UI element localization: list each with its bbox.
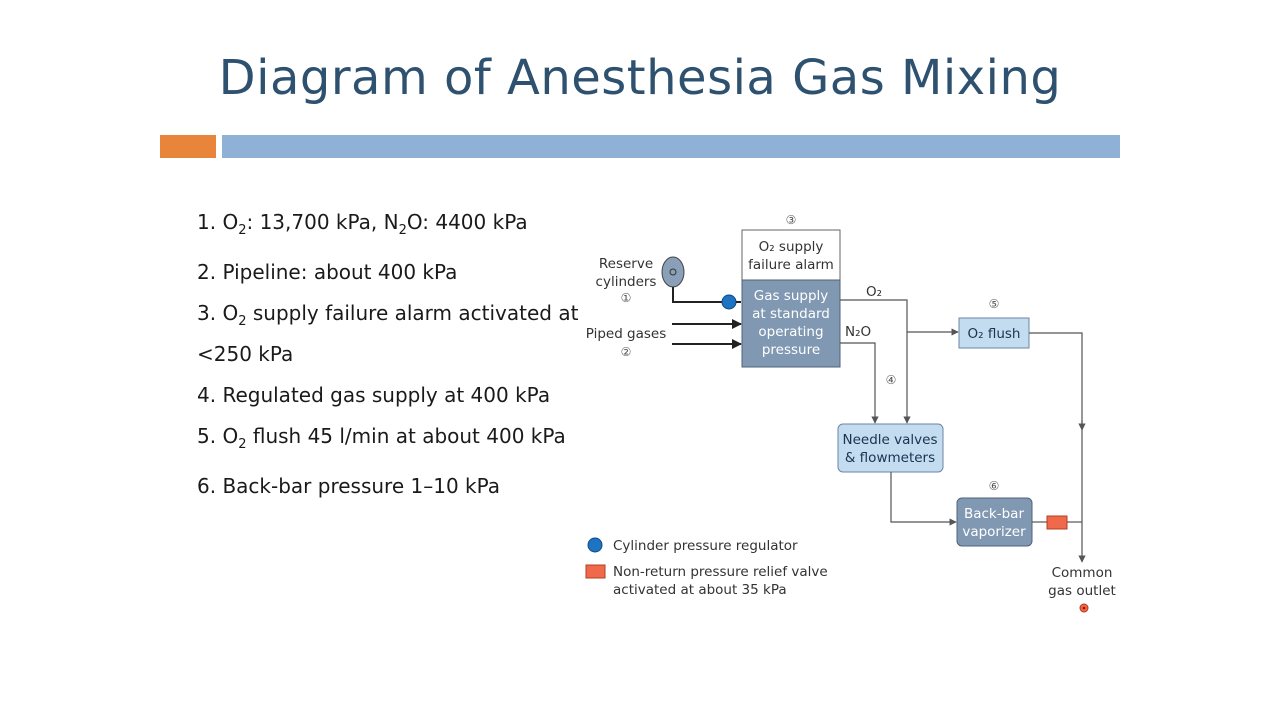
point-text: Back-bar pressure 1–10 kPa bbox=[222, 474, 501, 498]
marker-1: ① bbox=[621, 291, 632, 305]
point-text: O: 4400 kPa bbox=[406, 210, 528, 234]
reserve-label-line1: Reserve bbox=[599, 256, 653, 272]
subscript: 2 bbox=[238, 437, 247, 452]
needle-label-line1: Needle valves bbox=[843, 432, 938, 448]
legend-regulator-icon bbox=[587, 537, 603, 553]
o2-line bbox=[840, 299, 911, 424]
needle-to-backbar-line bbox=[890, 472, 957, 526]
outlet-label-line2: gas outlet bbox=[1048, 583, 1116, 599]
point-item: 3. O2 supply failure alarm activated at … bbox=[197, 297, 612, 370]
outlet-marker-dot bbox=[1082, 606, 1086, 610]
legend-valve-label-line2: activated at about 35 kPa bbox=[613, 582, 787, 598]
point-item: 1. O2: 13,700 kPa, N2O: 4400 kPa bbox=[197, 206, 612, 247]
point-text: O bbox=[222, 424, 239, 448]
cylinder-valve-icon bbox=[669, 268, 677, 276]
backbar-label-line1: Back-bar bbox=[964, 506, 1024, 522]
marker-5: ⑤ bbox=[989, 297, 1000, 311]
legend-valve-label-line1: Non-return pressure relief valve bbox=[613, 564, 828, 580]
gas-supply-box bbox=[741, 279, 841, 368]
needle-label-line2: & flowmeters bbox=[845, 450, 935, 466]
backbar-label-line2: vaporizer bbox=[962, 524, 1026, 540]
point-text: O bbox=[222, 301, 239, 325]
o2-line-label: O₂ bbox=[866, 284, 882, 300]
marker-4: ④ bbox=[886, 373, 897, 387]
n2o-line bbox=[840, 342, 879, 424]
point-number: 5. bbox=[197, 424, 223, 448]
point-item: 4. Regulated gas supply at 400 kPa bbox=[197, 379, 612, 411]
point-number: 1. bbox=[197, 210, 223, 234]
reserve-label-line2: cylinders bbox=[596, 274, 657, 290]
slide-title: Diagram of Anesthesia Gas Mixing bbox=[218, 50, 1062, 106]
point-item: 6. Back-bar pressure 1–10 kPa bbox=[197, 470, 612, 502]
alarm-label-line2: failure alarm bbox=[748, 257, 834, 273]
subscript: 2 bbox=[238, 314, 247, 329]
cylinder-pipe bbox=[672, 287, 722, 303]
marker-6: ⑥ bbox=[989, 479, 1000, 493]
point-number: 6. bbox=[197, 474, 223, 498]
point-number: 4. bbox=[197, 383, 223, 407]
point-text: supply failure alarm activated at <250 k… bbox=[197, 301, 579, 366]
point-number: 2. bbox=[197, 260, 223, 284]
marker-2: ② bbox=[621, 345, 632, 359]
supply-label-line4: pressure bbox=[762, 342, 820, 358]
non-return-valve-icon bbox=[1046, 515, 1068, 530]
outlet-label-line1: Common bbox=[1052, 565, 1113, 581]
point-number: 3. bbox=[197, 301, 223, 325]
n2o-line-label: N₂O bbox=[845, 324, 871, 340]
point-text: Pipeline: about 400 kPa bbox=[222, 260, 458, 284]
point-item: 2. Pipeline: about 400 kPa bbox=[197, 256, 612, 288]
legend-regulator-label: Cylinder pressure regulator bbox=[613, 538, 798, 554]
point-item: 5. O2 flush 45 l/min at about 400 kPa bbox=[197, 420, 612, 461]
alarm-label-line1: O₂ supply bbox=[759, 239, 824, 255]
reserve-cylinder-icon bbox=[661, 256, 685, 288]
legend-valve-icon bbox=[585, 564, 606, 579]
o2-failure-alarm-box bbox=[741, 229, 841, 281]
accent-bar-orange bbox=[160, 135, 216, 158]
point-text: Regulated gas supply at 400 kPa bbox=[222, 383, 551, 407]
subscript: 2 bbox=[398, 223, 407, 238]
flush-to-outlet-line bbox=[1029, 332, 1083, 430]
supply-label-line3: operating bbox=[758, 324, 823, 340]
supply-label-line1: Gas supply bbox=[754, 288, 829, 304]
cylinder-pressure-regulator-icon bbox=[721, 294, 737, 310]
accent-bar-blue bbox=[222, 135, 1120, 158]
marker-3: ③ bbox=[786, 213, 797, 227]
o2-flush-label: O₂ flush bbox=[968, 326, 1021, 342]
supply-label-line2: at standard bbox=[752, 306, 830, 322]
subscript: 2 bbox=[238, 223, 247, 238]
point-text: : 13,700 kPa, N bbox=[246, 210, 399, 234]
piped-gases-label: Piped gases bbox=[586, 326, 667, 342]
point-text: O bbox=[222, 210, 239, 234]
point-text: flush 45 l/min at about 400 kPa bbox=[246, 424, 566, 448]
